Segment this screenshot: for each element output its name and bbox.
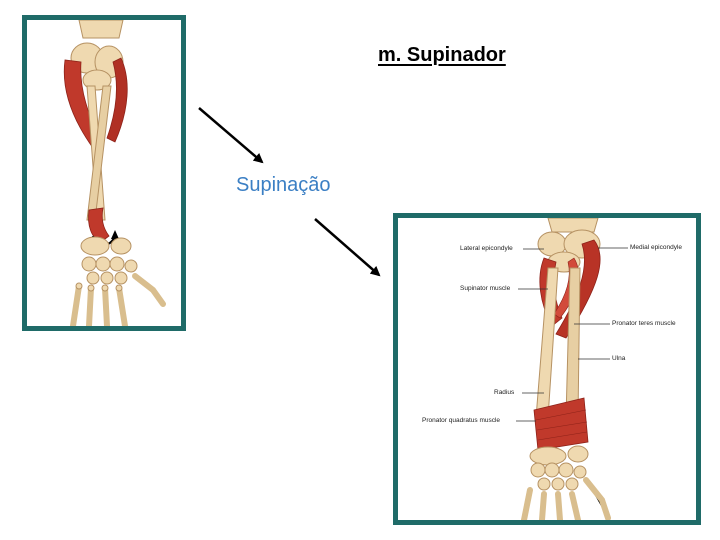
label-radius: Radius — [494, 389, 515, 396]
label-ulna: Ulna — [612, 355, 626, 362]
left-image-frame — [22, 15, 186, 331]
arrow-top — [198, 107, 264, 164]
label-supinator-muscle: Supinator muscle — [460, 285, 511, 292]
right-image-frame: Lateral epicondyle Medial epicondyle Sup… — [393, 213, 701, 525]
label-lateral-epicondyle: Lateral epicondyle — [460, 245, 513, 252]
forearm-supination-illustration-icon — [63, 20, 166, 326]
slide-title: m. Supinador — [378, 44, 506, 66]
slide-subtitle: Supinação — [236, 174, 331, 196]
label-pronator-quadratus-muscle: Pronator quadratus muscle — [422, 417, 501, 424]
arrow-bottom — [314, 218, 381, 277]
label-pronator-teres-muscle: Pronator teres muscle — [612, 320, 676, 327]
forearm-anatomy-illustration-icon — [516, 218, 628, 520]
label-medial-epicondyle: Medial epicondyle — [630, 244, 683, 251]
